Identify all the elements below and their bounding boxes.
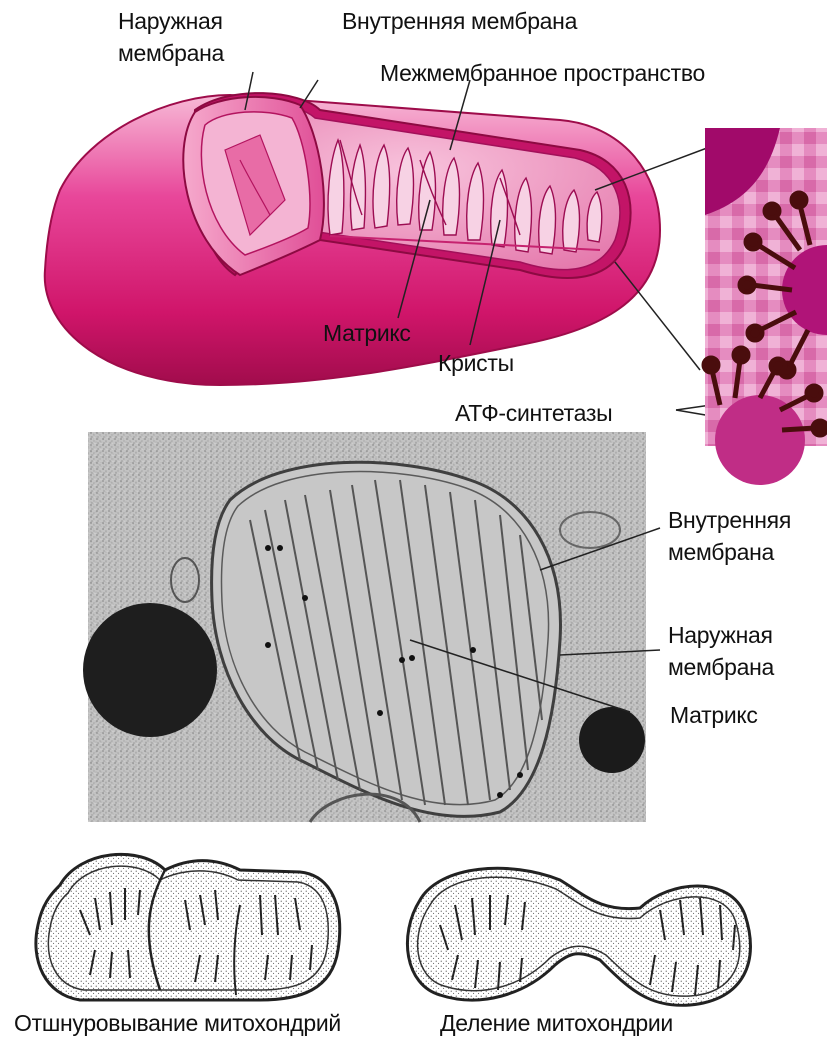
lipid-droplet-left bbox=[83, 603, 217, 737]
constriction-drawing bbox=[36, 854, 340, 1000]
label-outer-membrane-top-line2: мембрана bbox=[118, 38, 224, 68]
electron-micrograph bbox=[83, 432, 646, 822]
label-inner-membrane-micro-line2: мембрана bbox=[668, 537, 774, 567]
label-outer-membrane-micro-line2: мембрана bbox=[668, 652, 774, 682]
label-inner-membrane-micro-line1: Внутренняя bbox=[668, 505, 791, 535]
lipid-droplet-right bbox=[579, 707, 645, 773]
label-intermembrane-space: Межмембранное пространство bbox=[380, 58, 705, 88]
label-outer-membrane-micro-line1: Наружная bbox=[668, 620, 773, 650]
division-drawing bbox=[407, 868, 750, 1005]
caption-division: Деление митохондрии bbox=[440, 1008, 673, 1038]
label-matrix-micro: Матрикс bbox=[670, 700, 758, 730]
label-inner-membrane-top: Внутренняя мембрана bbox=[342, 6, 577, 36]
caption-constriction: Отшнуровывание митохондрий bbox=[14, 1008, 341, 1038]
label-matrix-top: Матрикс bbox=[323, 318, 411, 348]
label-atp-synthases: АТФ-синтетазы bbox=[455, 398, 612, 428]
atp-synthase-inset bbox=[704, 128, 827, 485]
label-cristae: Кристы bbox=[438, 348, 514, 378]
label-outer-membrane-top-line1: Наружная bbox=[118, 6, 223, 36]
